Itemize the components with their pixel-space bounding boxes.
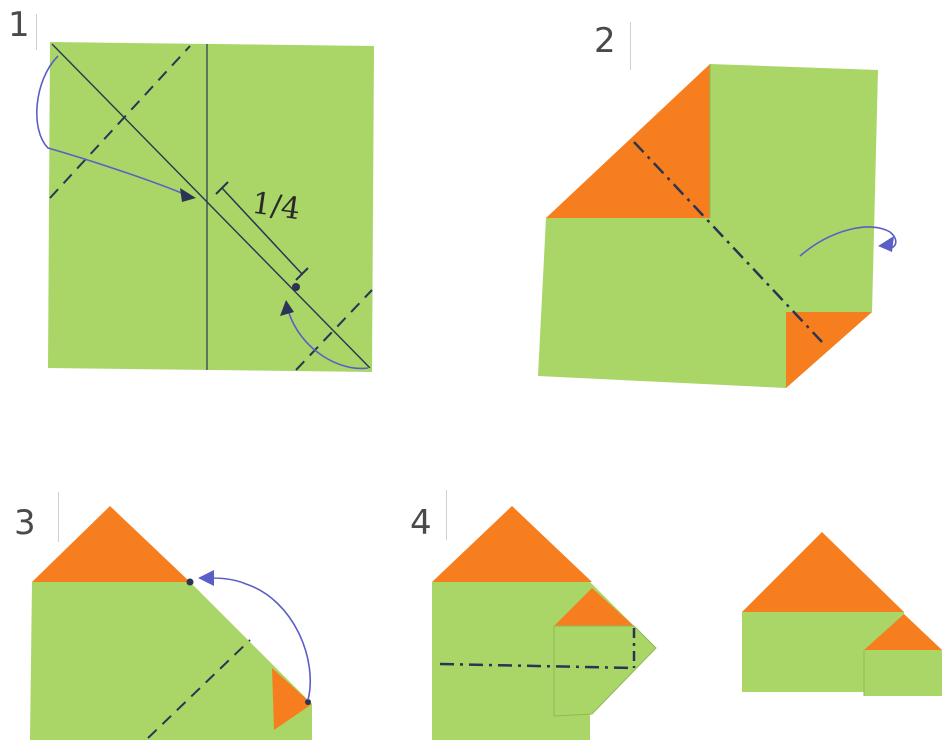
step-3-orange-roof — [32, 506, 190, 582]
step-4-orange-roof — [432, 506, 592, 582]
step-1-valley-fold-upper — [49, 45, 191, 199]
step-2-arrowhead — [878, 236, 894, 252]
step-1-fold-arrow-lower — [287, 309, 369, 370]
step-3-target-dot — [186, 578, 194, 586]
step-3-paper-body — [30, 582, 312, 740]
step-4-separator — [446, 490, 447, 540]
step-3-diagram — [30, 506, 312, 740]
step-3-arrowhead — [198, 570, 214, 586]
step-1-fraction-label: 1/4 — [250, 186, 303, 227]
step-2-number: 2 — [594, 21, 616, 61]
step-1-valley-fold-lower — [295, 289, 373, 371]
step-2-turn-arrow — [799, 226, 897, 257]
step-4-small-flap — [553, 625, 657, 717]
step-3-orange-corner — [272, 668, 312, 730]
step-1-arrowhead-lower — [280, 300, 294, 316]
step-2-diagram — [538, 64, 897, 388]
step-4-fold-line-horizontal — [439, 662, 635, 670]
step-1-separator — [36, 14, 37, 50]
step-1-diagram: 1/4 — [36, 42, 374, 372]
step-3-fold-arrow — [205, 577, 312, 701]
step-4-number: 4 — [410, 503, 432, 543]
step-4-result — [742, 532, 942, 696]
step-2-fold-line — [633, 141, 823, 343]
step-2-orange-top-triangle — [546, 64, 710, 218]
step-1-fold-arrow-upper — [36, 55, 185, 195]
result-small-body — [864, 650, 942, 696]
step-2-paper-body — [538, 64, 878, 388]
step-1-diagonal-crease — [51, 43, 371, 369]
step-1-mark-dot — [292, 283, 300, 291]
step-4-orange-small-roof — [554, 588, 634, 626]
result-small-roof — [864, 614, 942, 650]
step-3-separator — [58, 492, 59, 542]
step-2-separator — [630, 22, 631, 70]
step-3-valley-fold — [147, 639, 251, 739]
result-orange-roof — [742, 532, 904, 612]
step-1-arrowhead-upper — [180, 188, 196, 202]
step-1-number: 1 — [8, 5, 30, 45]
step-3-corner-dot — [305, 699, 311, 705]
step-4-diagram — [432, 506, 657, 740]
step-3-number: 3 — [14, 503, 36, 543]
step-1-measure-line — [221, 187, 303, 275]
step-1-measure-tick-b — [295, 267, 309, 281]
step-1-measure-tick-a — [215, 181, 229, 195]
step-2-orange-corner-triangle — [786, 312, 872, 388]
